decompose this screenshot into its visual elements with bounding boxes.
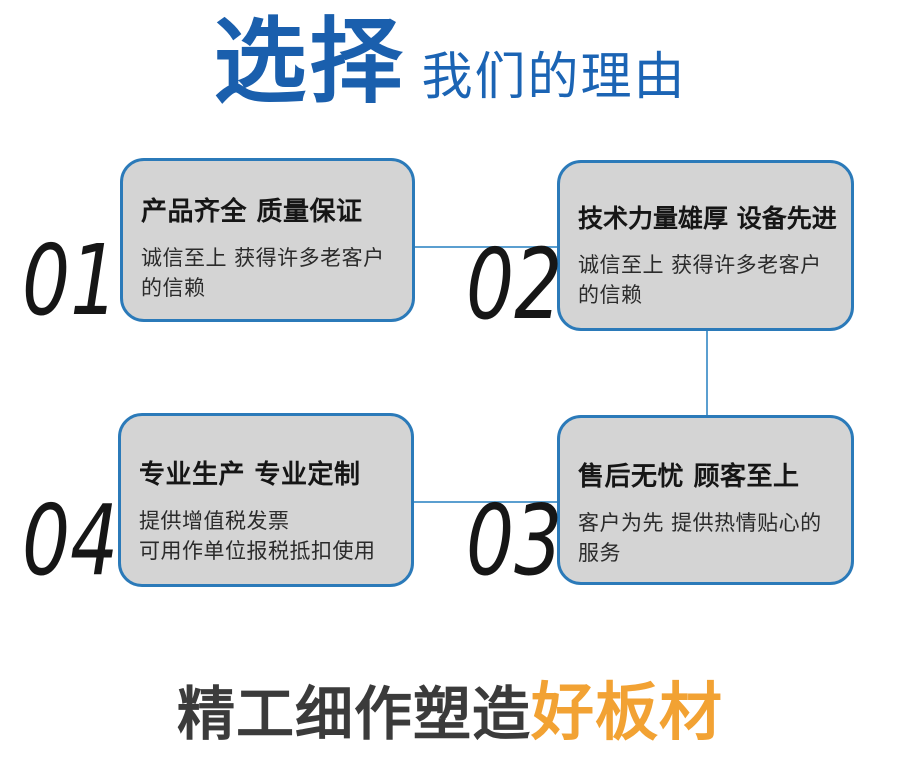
step-number-01: 01: [22, 224, 119, 337]
footer-slogan: 精工细作塑造好板材: [0, 662, 900, 753]
feature-card-title: 专业生产 专业定制: [139, 460, 361, 490]
feature-card-04: 专业生产 专业定制 提供增值税发票 可用作单位报税抵扣使用: [118, 413, 414, 587]
feature-card-02: 技术力量雄厚 设备先进 诚信至上 获得许多老客户 的信赖: [557, 160, 854, 331]
feature-card-title: 技术力量雄厚 设备先进: [578, 204, 837, 233]
feature-card-desc: 提供增值税发票 可用作单位报税抵扣使用: [139, 509, 376, 563]
step-number-02: 02: [466, 228, 563, 341]
connector-line-card2-card3: [706, 330, 708, 416]
feature-card-03: 售后无忧 顾客至上 客户为先 提供热情贴心的 服务: [557, 415, 854, 585]
page-title: 选择我们的理由: [0, 6, 900, 119]
footer-slogan-accent: 好板材: [531, 676, 723, 749]
connector-line-card4-card3: [414, 501, 558, 503]
footer-slogan-dark: 精工细作塑造: [176, 680, 531, 748]
feature-card-01: 产品齐全 质量保证 诚信至上 获得许多老客户 的信赖: [120, 158, 415, 322]
feature-card-title: 产品齐全 质量保证: [141, 197, 363, 227]
step-number-04: 04: [22, 484, 119, 597]
feature-card-desc: 诚信至上 获得许多老客户 的信赖: [578, 253, 822, 307]
page-title-sub: 我们的理由: [421, 48, 687, 107]
page-title-main: 选择: [213, 8, 406, 116]
feature-card-desc: 客户为先 提供热情贴心的 服务: [578, 511, 822, 565]
feature-card-desc: 诚信至上 获得许多老客户 的信赖: [141, 246, 385, 300]
feature-card-title: 售后无忧 顾客至上: [578, 462, 800, 492]
connector-line-card1-card2: [414, 246, 558, 248]
step-number-03: 03: [466, 484, 563, 597]
